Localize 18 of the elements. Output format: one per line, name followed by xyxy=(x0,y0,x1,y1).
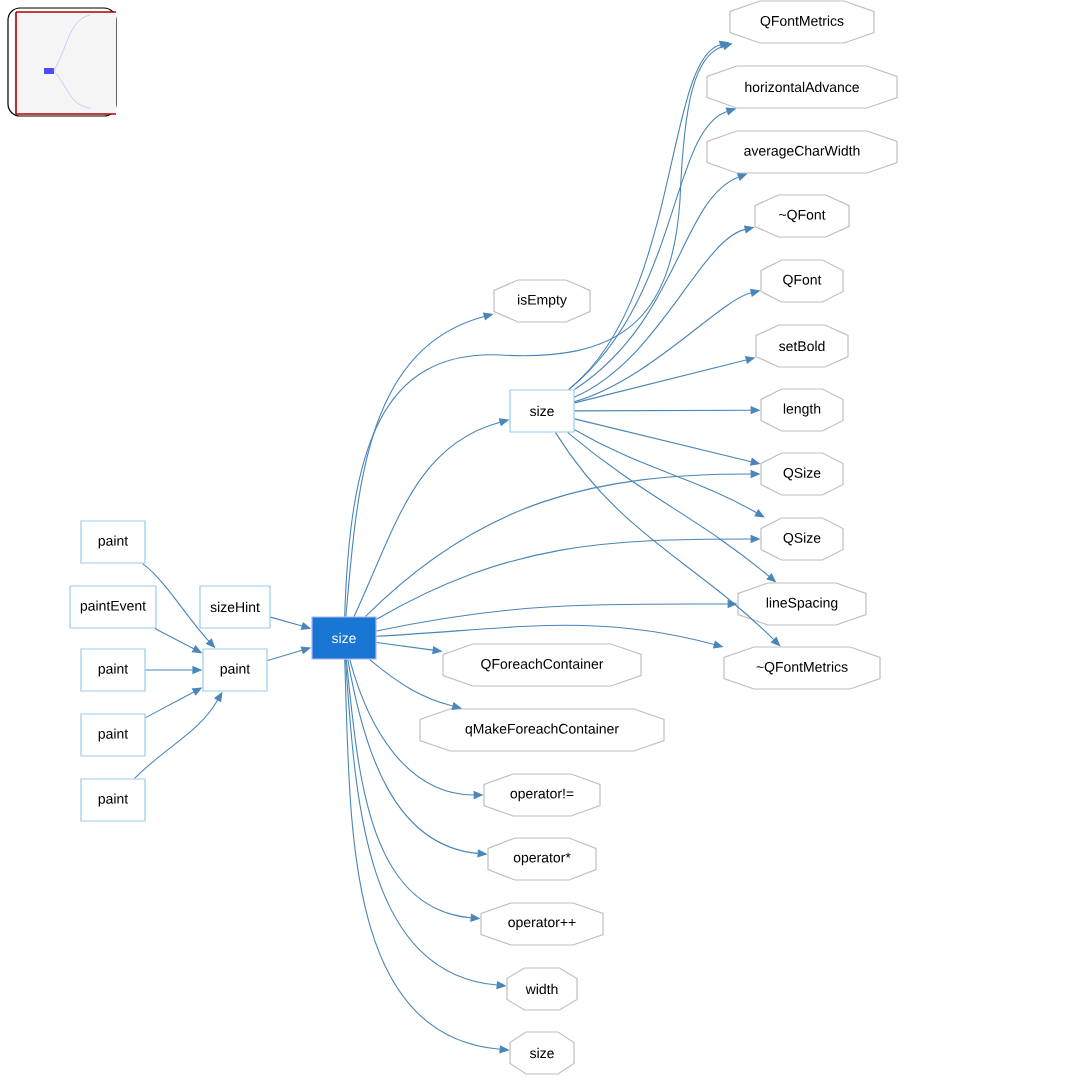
function-box: paint xyxy=(80,713,146,757)
function-box: paint xyxy=(80,648,146,692)
arrow xyxy=(574,429,765,518)
arrow xyxy=(554,432,781,647)
function-box: paint xyxy=(80,520,146,564)
octagon-node: QFontMetrics xyxy=(729,0,875,44)
function-box: paint xyxy=(80,778,146,822)
octagon-node: size xyxy=(509,1031,575,1075)
function-box: size xyxy=(509,389,575,433)
octagon-node: horizontalAdvance xyxy=(706,65,898,109)
function-box: paintEvent xyxy=(69,585,157,629)
octagon-node: ~QFontMetrics xyxy=(723,646,881,690)
octagon-node: qMakeForeachContainer xyxy=(419,708,665,752)
function-box: size xyxy=(311,616,377,660)
function-box: sizeHint xyxy=(199,585,271,629)
octagon-node: QForeachContainer xyxy=(442,643,642,687)
octagon-node: averageCharWidth xyxy=(706,130,898,174)
function-box: paint xyxy=(202,648,268,692)
